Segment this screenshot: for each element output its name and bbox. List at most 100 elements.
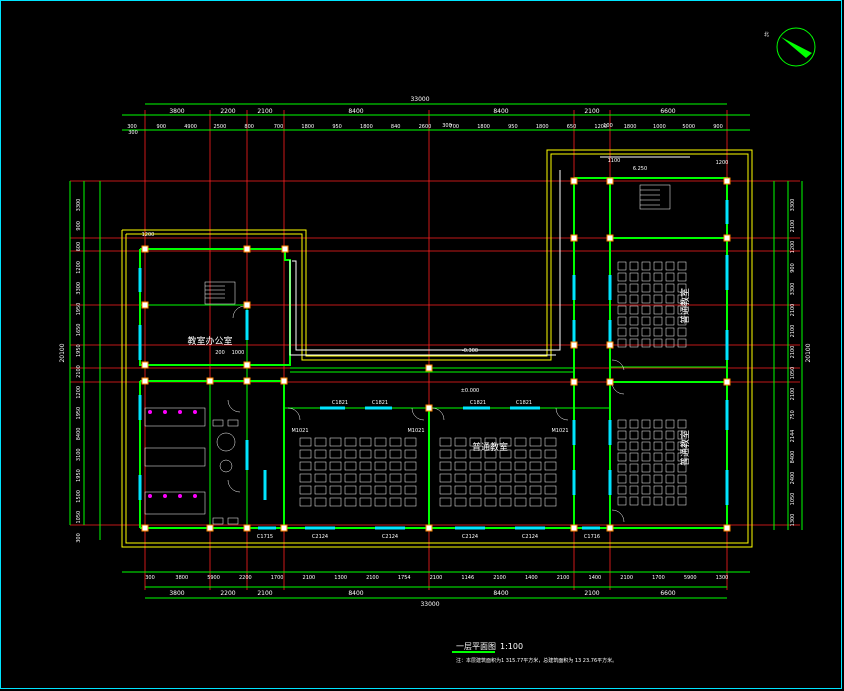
top-dimensions: 33000 3800 2200 2100 8400 8400 2100 6600… <box>127 96 723 136</box>
dim-detail: 650 <box>567 124 577 130</box>
dim-detail: 3100 <box>76 448 82 461</box>
building-outline <box>121 149 753 548</box>
desk <box>653 474 663 484</box>
desk <box>439 449 452 459</box>
column-marker <box>570 234 578 242</box>
dim-detail: 600 <box>76 242 82 252</box>
desk <box>299 437 312 447</box>
dim-detail: 1400 <box>525 575 538 581</box>
doors <box>227 305 625 523</box>
desk <box>641 474 651 484</box>
dim-detail: 5900 <box>684 575 697 581</box>
dim-detail: 1200 <box>790 241 796 254</box>
dim-detail: 900 <box>713 124 723 130</box>
dim: 8400 <box>348 590 363 597</box>
desk <box>677 474 687 484</box>
dim-detail: 4900 <box>184 124 197 130</box>
dim-detail: 2500 <box>214 124 227 130</box>
desk <box>314 485 327 495</box>
column-marker <box>141 524 149 532</box>
dim-detail: 2100 <box>366 575 379 581</box>
desk <box>299 449 312 459</box>
elevation-tag: -0.300 <box>462 348 478 354</box>
desk <box>484 497 497 507</box>
desk <box>665 485 675 495</box>
dim-detail: 3300 <box>790 199 796 212</box>
column-marker <box>280 524 288 532</box>
room-classroom-center: 普通教室 <box>472 441 508 453</box>
desk <box>629 419 639 429</box>
desk <box>629 474 639 484</box>
desk <box>653 261 663 271</box>
column-marker <box>281 245 289 253</box>
desk <box>617 463 627 473</box>
desk <box>359 473 372 483</box>
desk <box>677 430 687 440</box>
desk <box>374 497 387 507</box>
room-classroom-right-top: 普通教室 <box>679 288 691 324</box>
desk <box>641 283 651 293</box>
dim-detail: 1200 <box>76 386 82 399</box>
dim: 2100 <box>584 590 599 597</box>
desk <box>665 261 675 271</box>
desk <box>544 473 557 483</box>
bottom-dimensions: 33000 3800 2200 2100 8400 8400 2100 6600… <box>145 575 728 608</box>
dim-detail: 2100 <box>430 575 443 581</box>
desk <box>344 473 357 483</box>
desk <box>389 473 402 483</box>
desk <box>314 473 327 483</box>
desk <box>629 338 639 348</box>
column-marker <box>141 245 149 253</box>
desk <box>299 461 312 471</box>
desk <box>653 338 663 348</box>
desk <box>314 449 327 459</box>
column-marker <box>723 378 731 386</box>
column-marker <box>723 177 731 185</box>
window-tag: C2124 <box>382 534 398 540</box>
dim-detail: 3300 <box>76 282 82 295</box>
right-dimensions: 20100 3300210012009003300210021002100105… <box>790 199 812 527</box>
desk <box>469 473 482 483</box>
desk <box>344 497 357 507</box>
desk <box>439 461 452 471</box>
dim-detail: 1500 <box>76 490 82 503</box>
dim-detail: 2200 <box>239 575 252 581</box>
desk <box>665 419 675 429</box>
desk <box>617 327 627 337</box>
desk <box>653 327 663 337</box>
window-tag: C1716 <box>584 534 600 540</box>
dim-detail: 900 <box>157 124 167 130</box>
dim-detail: 1950 <box>76 344 82 357</box>
desk <box>641 496 651 506</box>
column-marker <box>723 524 731 532</box>
desk <box>677 305 687 315</box>
dim-detail: 1050 <box>790 493 796 506</box>
dim-tag: 1000 <box>232 350 245 356</box>
desk <box>617 430 627 440</box>
element-tags: C1821 C1821 C1821 C1821 C1715 C2124 C212… <box>142 158 729 540</box>
desk <box>469 497 482 507</box>
dim-detail: 2100 <box>303 575 316 581</box>
classroom-desks <box>299 261 687 507</box>
desk <box>374 437 387 447</box>
desk <box>629 294 639 304</box>
desk <box>529 449 542 459</box>
desk <box>484 461 497 471</box>
desk <box>314 437 327 447</box>
desk <box>617 316 627 326</box>
dim-detail: 1950 <box>76 469 82 482</box>
desk <box>641 430 651 440</box>
desk <box>641 452 651 462</box>
desk <box>665 294 675 304</box>
desk <box>329 497 342 507</box>
desk <box>499 437 512 447</box>
dim-detail: 1400 <box>589 575 602 581</box>
desk <box>641 316 651 326</box>
dim: 6600 <box>660 108 675 115</box>
column-marker <box>206 377 214 385</box>
dim-detail: 1950 <box>76 407 82 420</box>
column-marker <box>243 301 251 309</box>
window-tag: C1821 <box>470 400 486 406</box>
desk <box>677 463 687 473</box>
desk <box>514 473 527 483</box>
